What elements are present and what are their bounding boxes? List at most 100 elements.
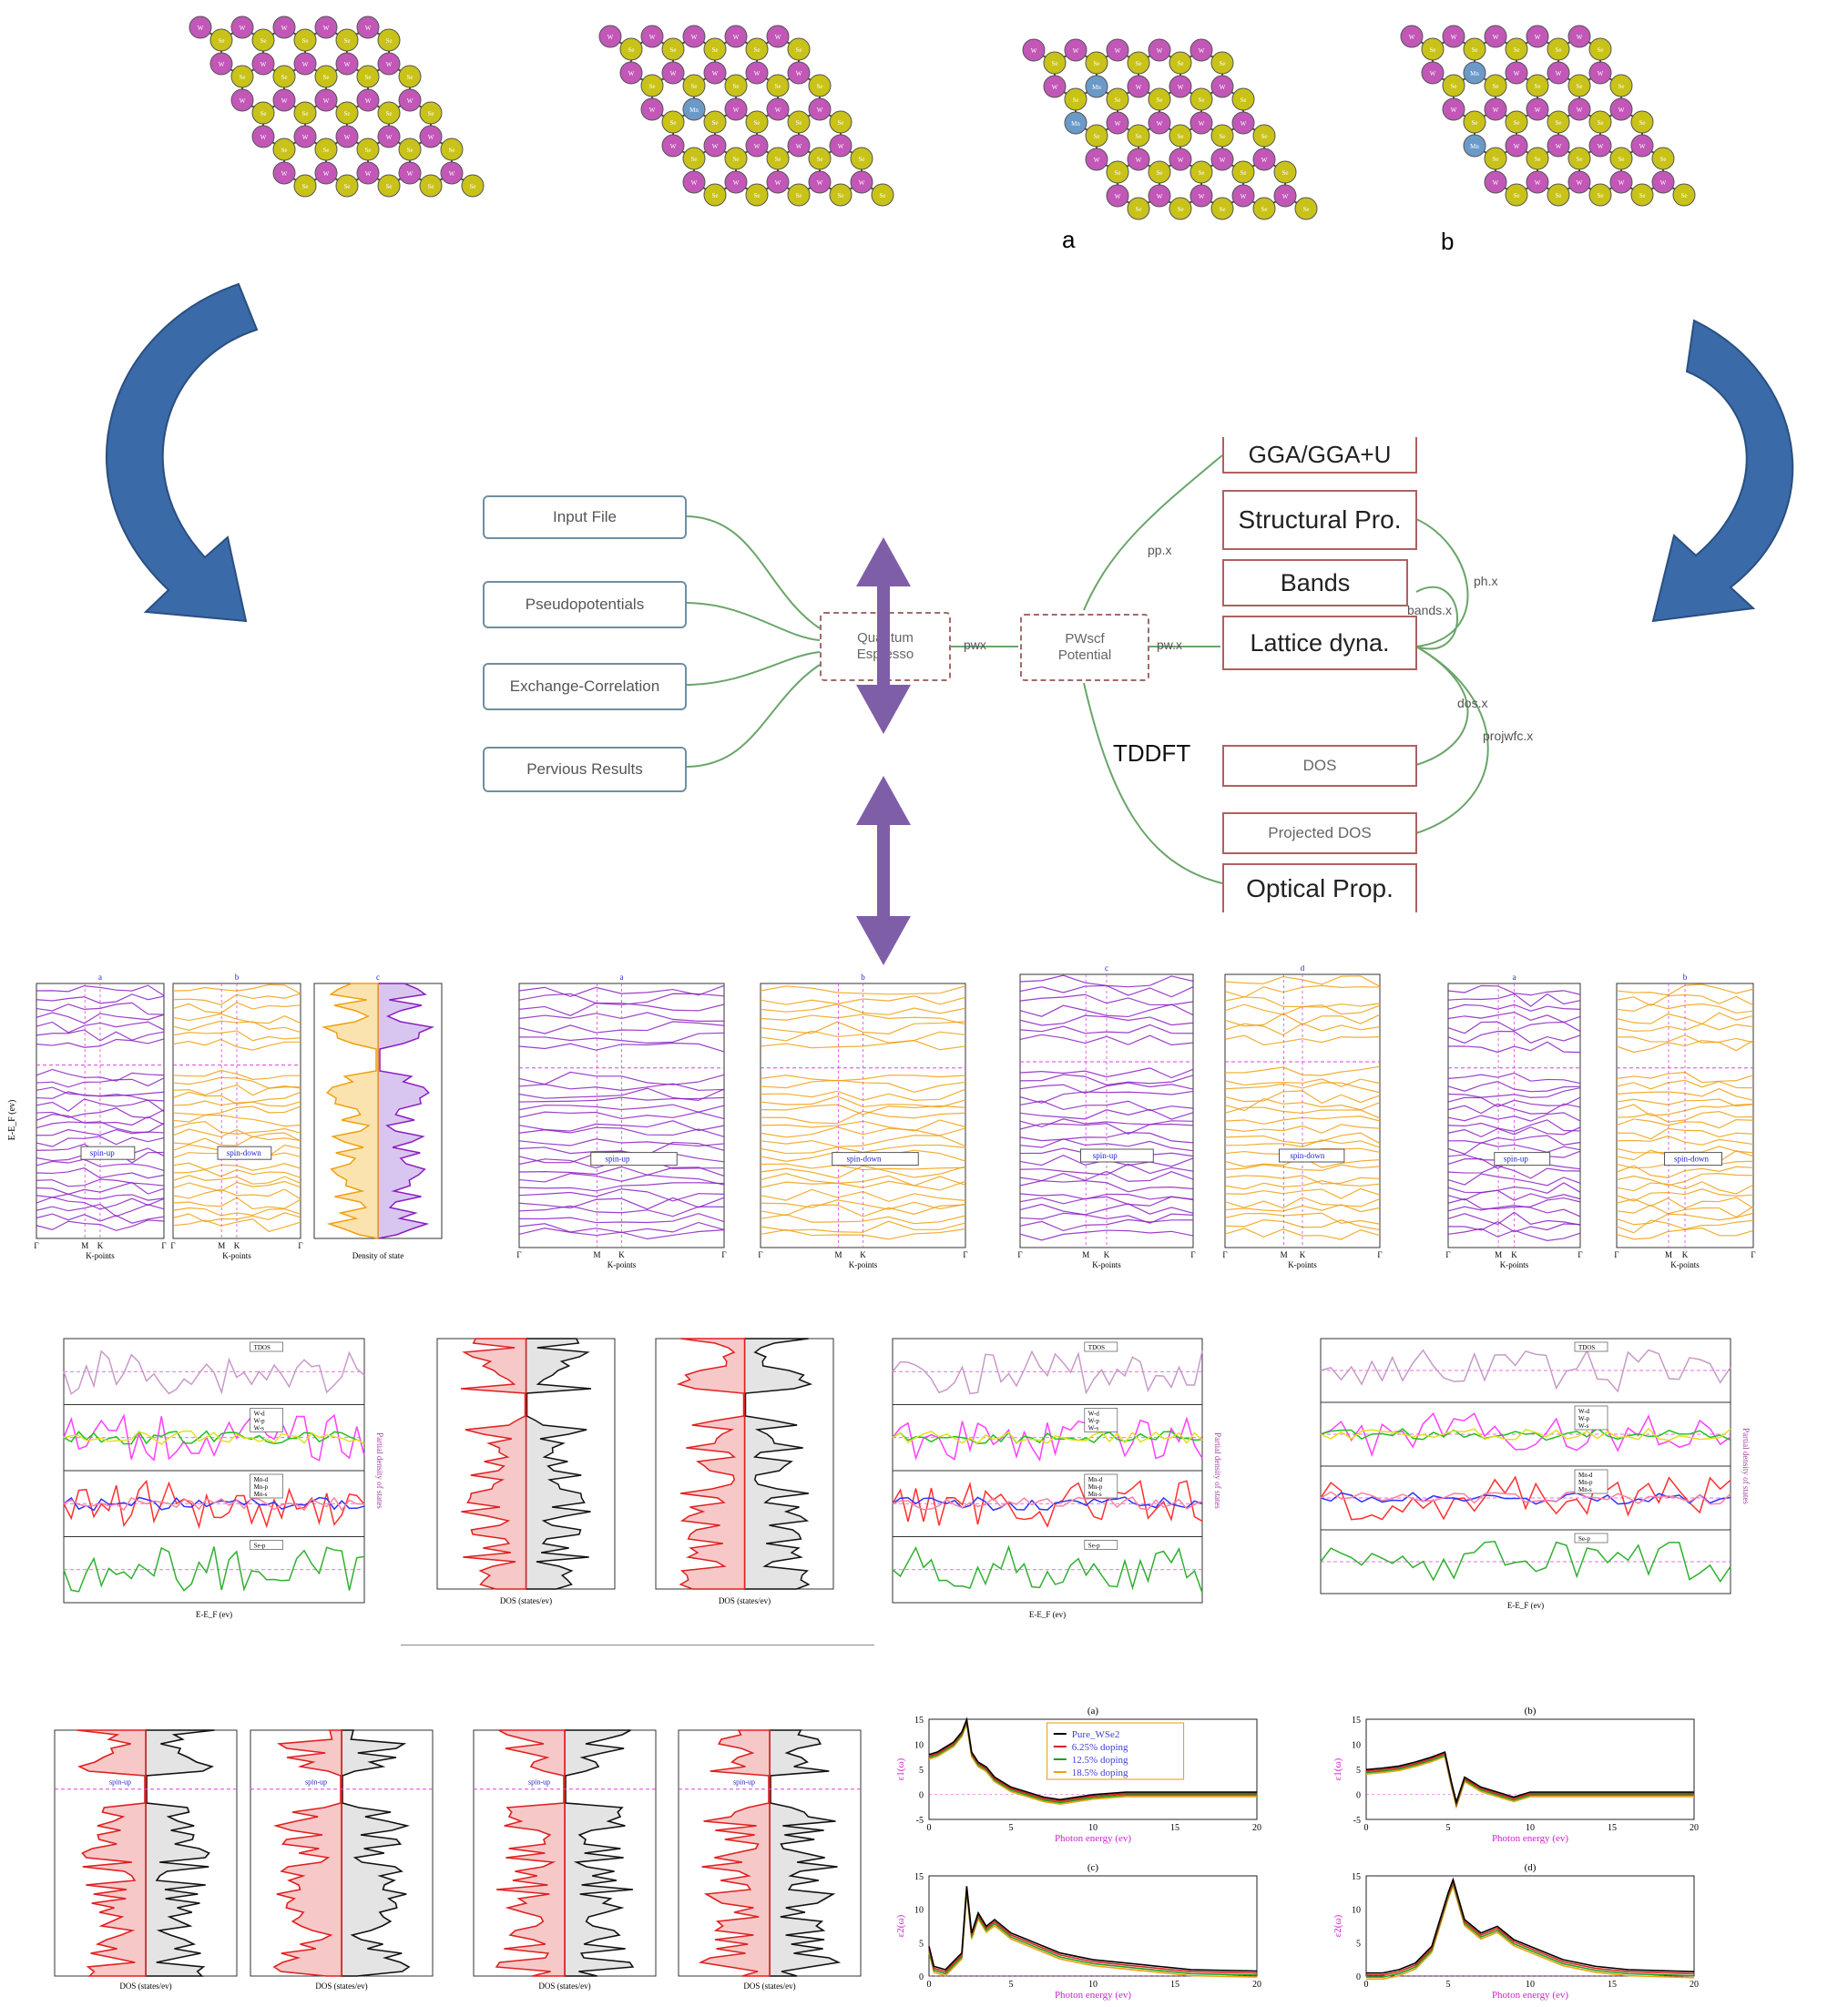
band-line: [518, 1096, 725, 1103]
se-atom: [682, 74, 706, 97]
spin-legend-box: [217, 1146, 272, 1160]
w-atom: [787, 134, 811, 158]
x-tick-label: 0: [927, 1980, 932, 1990]
atom-label: W: [817, 179, 823, 187]
pdos-legend-entry: Mn-s: [254, 1491, 268, 1498]
pdos-curve: [1320, 1412, 1731, 1458]
atom-label: Se: [1136, 60, 1142, 67]
band-line: [518, 1166, 725, 1177]
output-lattice: Lattice dyna.: [1222, 616, 1417, 670]
kpoint-tick: M: [1281, 1250, 1288, 1259]
y-axis-label: ε1(ω): [1332, 1757, 1343, 1780]
atom-label: W: [1577, 107, 1583, 114]
atom-label: W: [1577, 179, 1583, 187]
atom-label: Se: [1556, 46, 1562, 54]
atom-label: W: [1598, 70, 1604, 77]
band-xlabel: K-points: [1092, 1260, 1121, 1269]
atom-label: Se: [1514, 46, 1520, 54]
dos-spin-up-area: [377, 983, 435, 1239]
w-atom: [1022, 38, 1046, 62]
w-atom: [745, 61, 769, 85]
atom-label: W: [1136, 157, 1142, 164]
band-line: [760, 1220, 966, 1233]
band-line: [1019, 1212, 1194, 1224]
se-atom: [1463, 37, 1486, 61]
atom-label: Se: [1303, 206, 1310, 213]
kpoint-tick: K: [1300, 1250, 1306, 1259]
tddft-label: TDDFT: [1113, 739, 1191, 767]
se-atom: [1231, 160, 1255, 184]
atom-label: W: [240, 25, 246, 32]
chart-frame: [1365, 1718, 1695, 1820]
pdos-legend-entry: Mn-p: [254, 1483, 269, 1491]
w-atom: [356, 15, 380, 39]
dos-spin-up: [769, 1729, 842, 1977]
w-atom: [682, 170, 706, 194]
w-atom: [377, 125, 401, 148]
w-atom: [808, 170, 832, 194]
se-atom: [356, 138, 380, 161]
mn-atom: [1064, 111, 1087, 135]
x-tick-label: 20: [1690, 1823, 1699, 1833]
band-line: [36, 1158, 165, 1172]
band-xlabel: K-points: [1500, 1260, 1529, 1269]
w-atom: [293, 52, 317, 76]
band-panel-letter: b: [1683, 973, 1688, 982]
w-atom: [335, 125, 359, 148]
se-atom: [335, 101, 359, 125]
se-atom: [745, 183, 769, 207]
band-line: [1224, 1078, 1381, 1087]
se-atom: [1547, 37, 1570, 61]
pdos-legend-entry: Mn-d: [254, 1476, 269, 1483]
y-tick-label: 0: [1356, 1972, 1361, 1982]
spin-legend: spin-up: [90, 1148, 116, 1157]
se-atom: [1085, 124, 1108, 148]
legend-entry: 18.5% doping: [1072, 1768, 1128, 1778]
se-atom: [1630, 110, 1654, 134]
se-atom: [209, 28, 233, 52]
dos-spin-down: [460, 1338, 527, 1590]
se-atom: [1505, 183, 1528, 207]
pdos-xlabel: E-E_F (ev): [1507, 1601, 1544, 1610]
series-line: [1366, 1877, 1695, 1974]
bottom-dos-panel: DOS (states/ev)spin-up: [473, 1729, 657, 1991]
band-line: [172, 1084, 301, 1096]
atom-label: Se: [260, 110, 267, 117]
spin-legend: spin-up: [305, 1778, 327, 1786]
se-atom: [766, 74, 790, 97]
kpoint-tick: M: [834, 1250, 842, 1259]
band-line: [1447, 1021, 1581, 1034]
dos-spin-down: [495, 1729, 566, 1977]
band-line: [760, 1204, 966, 1217]
band-line: [1224, 1187, 1381, 1199]
se-atom: [829, 183, 853, 207]
band-line: [1224, 1164, 1381, 1172]
band-line: [518, 1150, 725, 1164]
y-tick-label: 10: [914, 1741, 924, 1751]
atom-label: W: [260, 61, 267, 68]
kpoint-tick: Γ: [1017, 1250, 1022, 1259]
output-projected-dos: Projected DOS: [1222, 812, 1417, 854]
atom-label: Se: [1241, 169, 1247, 177]
series-line: [928, 1717, 1257, 1802]
w-atom: [1127, 75, 1150, 98]
se-atom: [1567, 147, 1591, 170]
atom-label: Se: [470, 183, 476, 190]
w-atom: [189, 15, 212, 39]
atom-label: Mn: [1470, 70, 1479, 77]
se-atom: [1630, 183, 1654, 207]
atom-label: W: [302, 134, 309, 141]
curved-arrows: [106, 282, 1794, 623]
atom-label: Se: [796, 192, 802, 199]
edge-label-bands-x: bands.x: [1407, 603, 1453, 617]
pwscf-potential-box: PWscf Potential: [1020, 614, 1149, 681]
w-atom: [1567, 97, 1591, 121]
band-line: [172, 1013, 301, 1024]
w-atom: [1630, 134, 1654, 158]
se-atom: [1169, 124, 1192, 148]
band-panel-letter: b: [861, 973, 865, 982]
y-tick-label: 0: [1356, 1791, 1361, 1801]
x-tick-label: 15: [1608, 1980, 1617, 1990]
atom-label: Se: [733, 156, 740, 163]
mn-atom: [682, 97, 706, 121]
